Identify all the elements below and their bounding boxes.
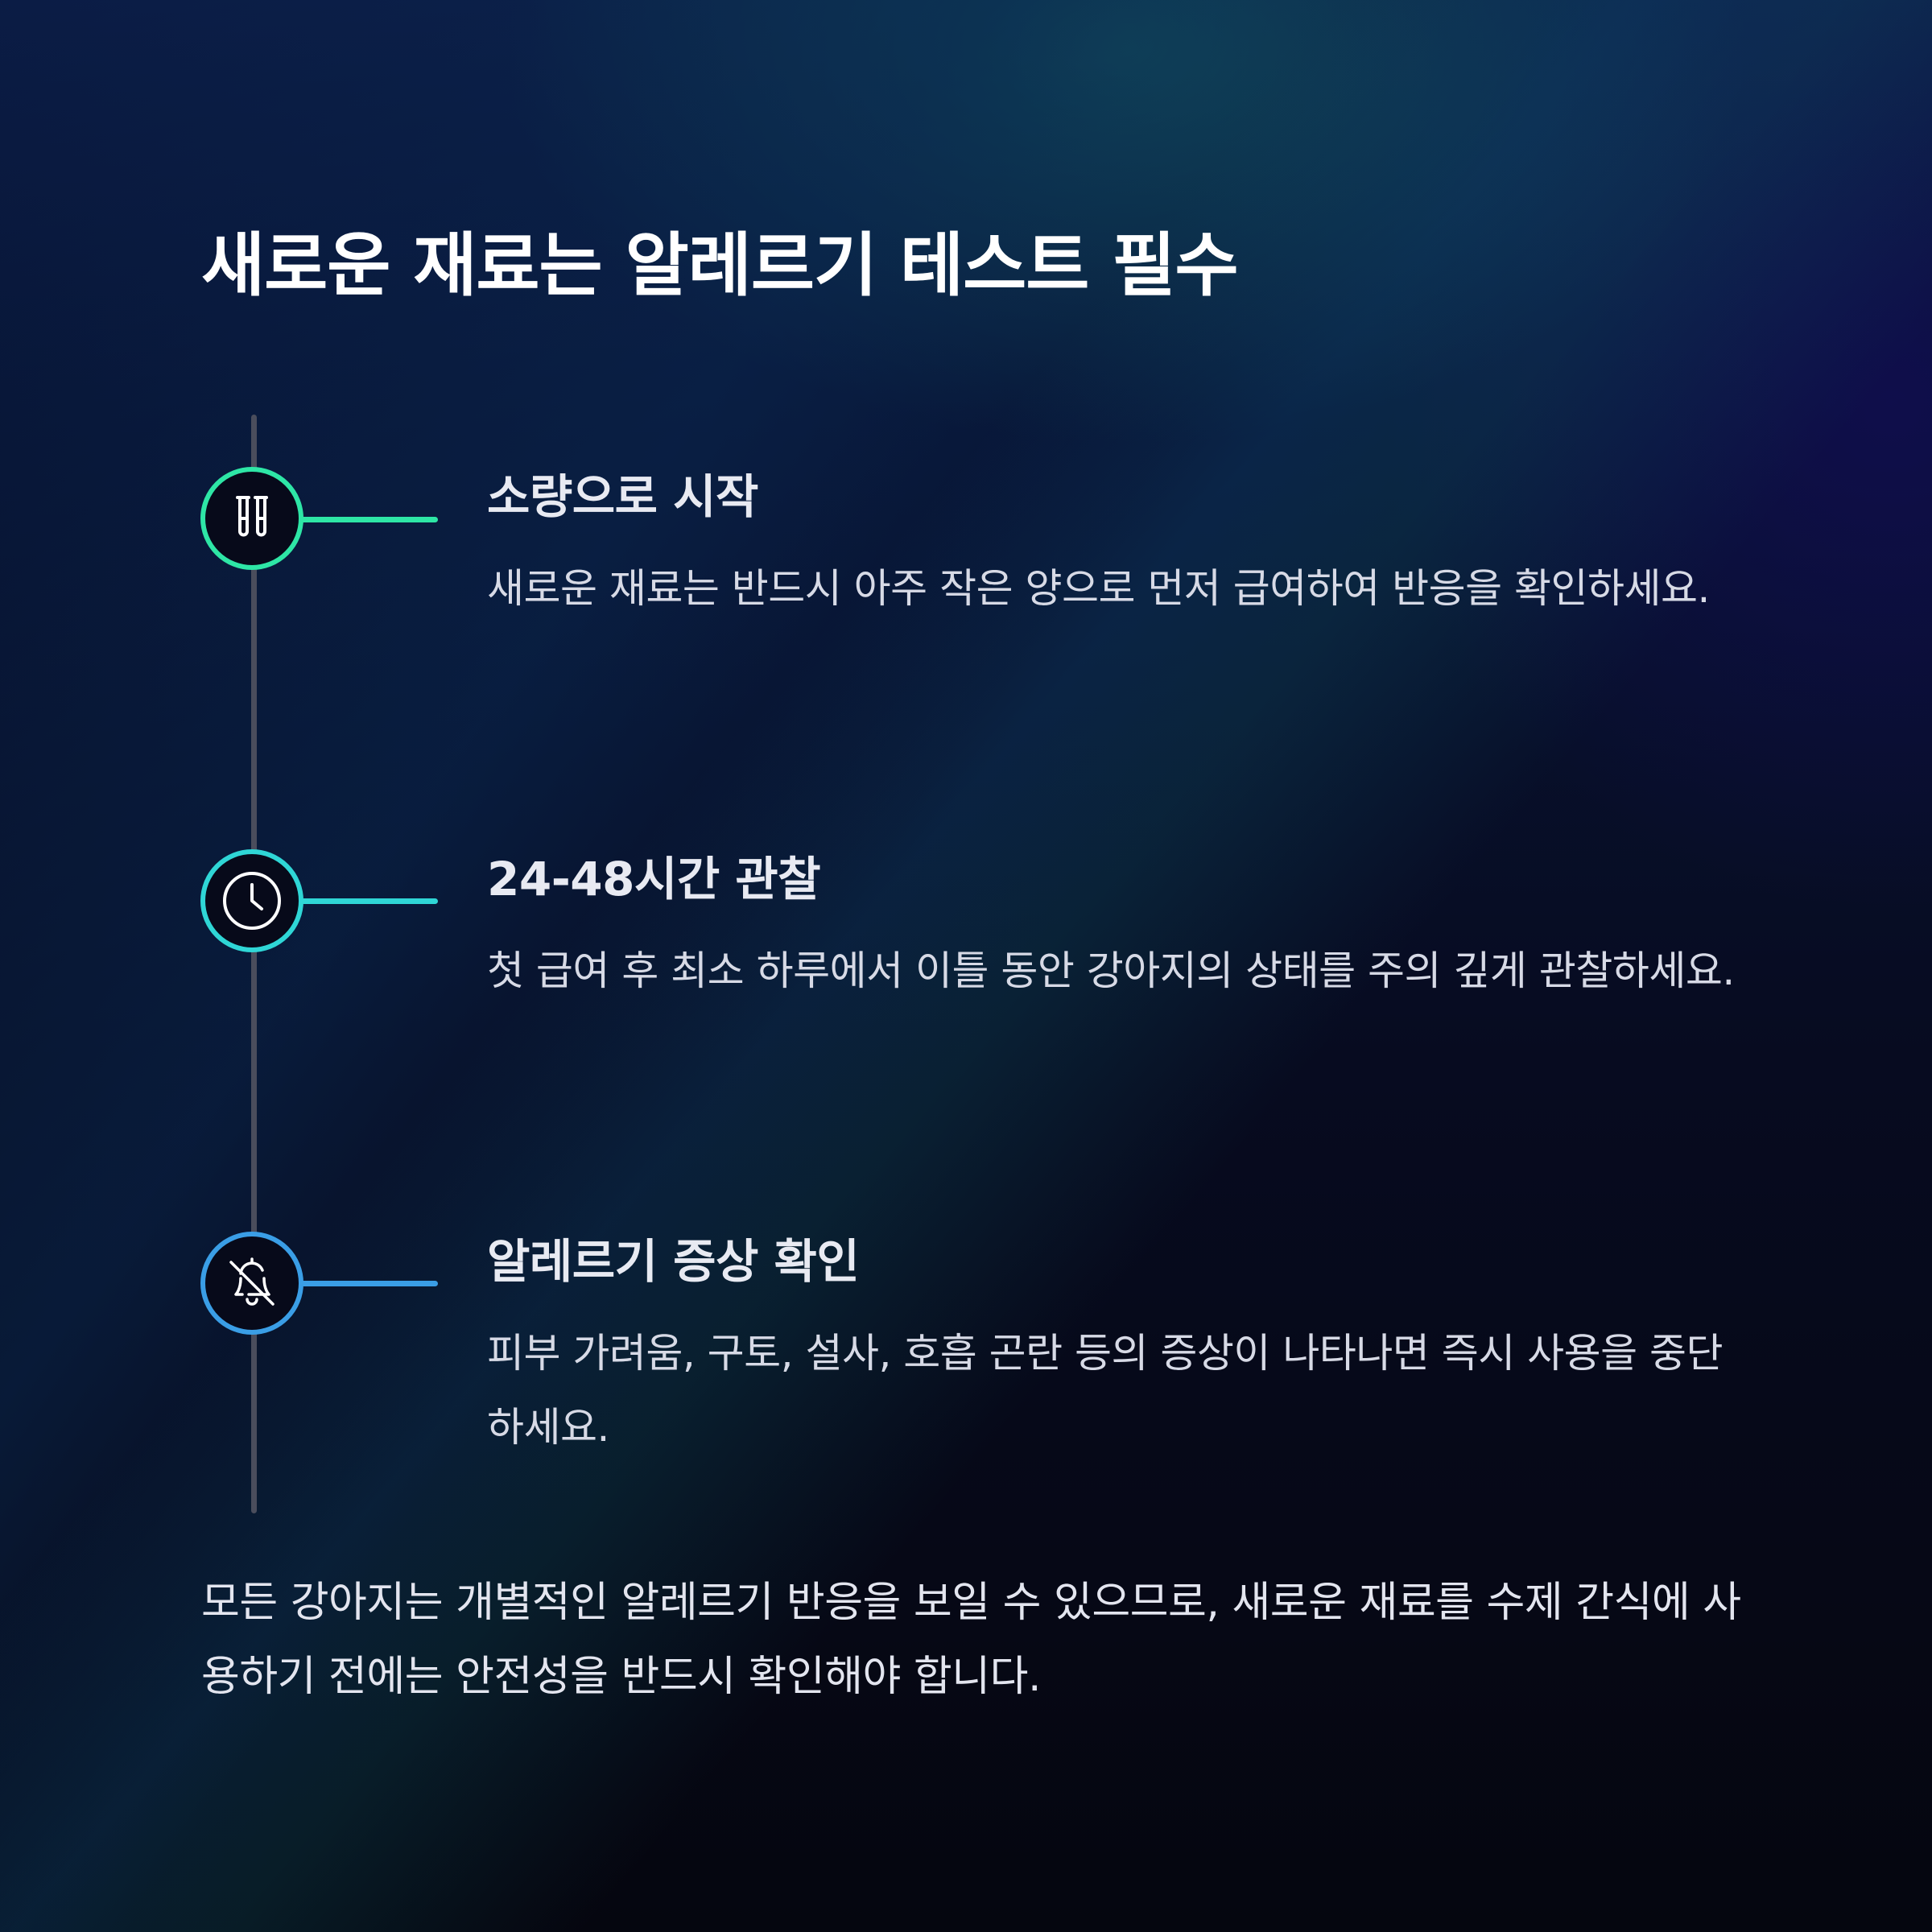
step-description-1: 새로운 재료는 반드시 아주 작은 양으로 먼저 급여하여 반응을 확인하세요. xyxy=(487,565,1710,612)
timeline-connector-1 xyxy=(299,517,438,522)
step-description-3: 피부 가려움, 구토, 설사, 호흡 곤란 등의 증상이 나타나면 즉시 사용을… xyxy=(487,1330,1724,1451)
test-tubes-icon xyxy=(236,496,268,537)
timeline-connector-2 xyxy=(299,898,438,904)
timeline-connector-3 xyxy=(299,1281,438,1286)
timeline-node-1 xyxy=(200,467,303,570)
step-title-3: 알레르기 증상 확인 xyxy=(487,1234,860,1289)
timeline-line xyxy=(251,415,257,1513)
timeline-node-3 xyxy=(200,1232,303,1335)
page-title: 새로운 재료는 알레르기 테스트 필수 xyxy=(201,225,1239,306)
timeline-node-2 xyxy=(200,849,303,952)
clock-icon xyxy=(223,872,281,930)
footer-note: 모든 강아지는 개별적인 알레르기 반응을 보일 수 있으므로, 새로운 재료를… xyxy=(201,1579,1741,1701)
step-title-1: 소량으로 시작 xyxy=(487,469,758,524)
step-description-2: 첫 급여 후 최소 하루에서 이틀 동안 강아지의 상태를 주의 깊게 관찰하세… xyxy=(487,947,1735,994)
bell-off-icon xyxy=(229,1257,275,1306)
step-title-2: 24-48시간 관찰 xyxy=(487,852,821,906)
